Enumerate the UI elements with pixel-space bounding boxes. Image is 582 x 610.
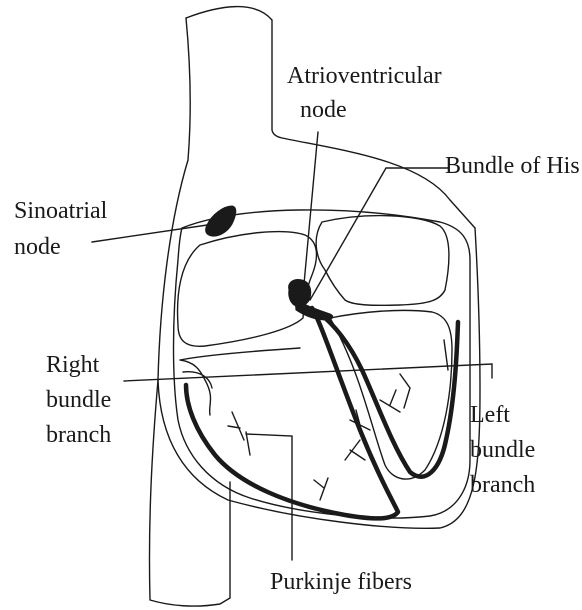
label-left-line2: bundle bbox=[470, 437, 535, 463]
label-sa-node: node bbox=[14, 233, 61, 262]
leader-sinoatrial bbox=[92, 224, 214, 242]
label-atrioventricular: Atrioventricular bbox=[287, 62, 442, 91]
label-right-line2: bundle bbox=[46, 387, 111, 413]
label-av-line1: Atrioventricular bbox=[287, 63, 442, 89]
label-right-line1: Right bbox=[46, 352, 99, 378]
label-right-line3: branch bbox=[46, 422, 111, 448]
label-left-bundle-2: bundle bbox=[470, 436, 535, 465]
label-left-line3: branch bbox=[470, 472, 535, 498]
left-atrium bbox=[316, 216, 449, 306]
label-bundle-of-his-text: Bundle of His bbox=[445, 153, 580, 179]
atrioventricular-node bbox=[289, 279, 311, 306]
label-sinoatrial: Sinoatrial bbox=[14, 197, 107, 226]
label-purkinje: Purkinje fibers bbox=[270, 568, 412, 597]
label-left-bundle-3: branch bbox=[470, 471, 535, 500]
label-sa-line1: Sinoatrial bbox=[14, 198, 107, 224]
label-av-line2: node bbox=[300, 97, 347, 123]
heart-outer-outline bbox=[158, 18, 480, 528]
label-right-bundle-3: branch bbox=[46, 421, 111, 450]
label-left-bundle-1: Left bbox=[470, 401, 510, 430]
leader-right-bundle bbox=[124, 364, 492, 381]
inner-wall-outline bbox=[174, 210, 471, 518]
label-purkinje-text: Purkinje fibers bbox=[270, 569, 412, 595]
label-bundle-of-his: Bundle of His bbox=[445, 152, 580, 181]
label-av-node: node bbox=[300, 96, 347, 125]
left-bundle-branch bbox=[318, 312, 458, 477]
label-left-line1: Left bbox=[470, 402, 510, 428]
label-sa-line2: node bbox=[14, 234, 61, 260]
label-right-bundle-2: bundle bbox=[46, 386, 111, 415]
sinoatrial-node bbox=[206, 206, 236, 236]
label-right-bundle-1: Right bbox=[46, 351, 99, 380]
right-ventricle bbox=[180, 348, 300, 415]
